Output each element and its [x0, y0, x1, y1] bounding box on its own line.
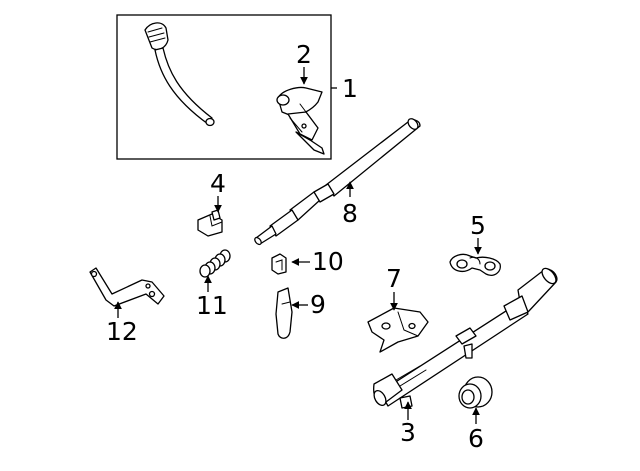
support-bracket-part	[89, 267, 165, 307]
callout-12: 12	[106, 317, 138, 346]
assembly-box	[116, 14, 337, 160]
shift-lever-part	[144, 22, 215, 127]
shift-bracket-part	[276, 86, 325, 155]
callout-9: 9	[310, 290, 326, 319]
clip-part-4	[197, 209, 223, 237]
callout-1: 1	[342, 74, 358, 103]
callout-11: 11	[196, 291, 228, 320]
callout-2: 2	[296, 40, 312, 69]
callout-3: 3	[400, 418, 416, 447]
steering-shaft-part	[373, 267, 558, 409]
retainer-part	[275, 287, 293, 339]
spring-part	[199, 249, 231, 278]
bushing-part	[458, 376, 493, 409]
mounting-bracket-part	[449, 253, 501, 276]
callout-5: 5	[470, 211, 486, 240]
clip-part-10	[271, 253, 287, 275]
callout-8: 8	[342, 199, 358, 228]
leader-lines	[114, 67, 482, 424]
callout-10: 10	[312, 247, 344, 276]
callout-4: 4	[210, 169, 226, 198]
intermediate-shaft-part	[254, 118, 421, 246]
shift-tube-bracket-part	[367, 307, 429, 353]
callout-6: 6	[468, 424, 484, 453]
callout-7: 7	[386, 264, 402, 293]
